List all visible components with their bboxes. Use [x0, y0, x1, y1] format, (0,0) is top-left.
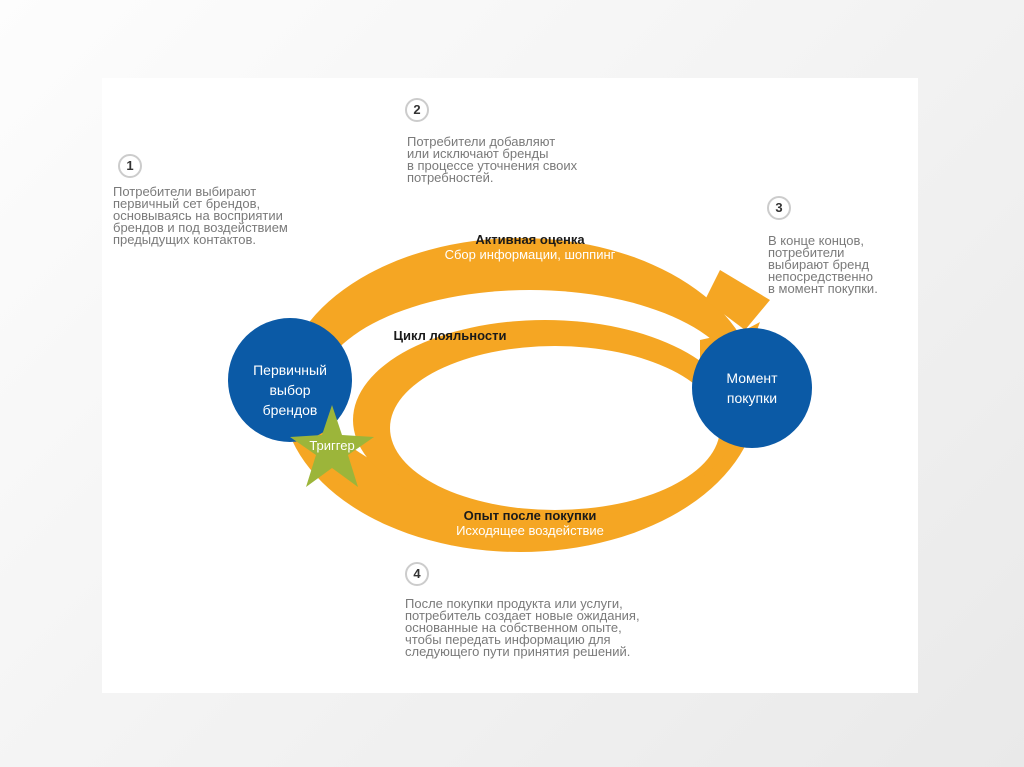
loyalty-label: Цикл лояльности	[393, 328, 507, 343]
active-arrow-head	[705, 270, 770, 330]
post-purchase-title: Опыт после покупки	[463, 508, 597, 523]
step-1-badge: 1	[118, 154, 142, 178]
post-purchase-sub: Исходящее воздействие	[456, 523, 604, 538]
primary-choice-circle	[228, 318, 352, 442]
step-2-text: Потребители добавляют или исключают брен…	[407, 134, 578, 185]
step-2-badge: 2	[405, 98, 429, 122]
step-4-badge: 4	[405, 562, 429, 586]
purchase-moment-circle	[692, 328, 812, 448]
step-3-badge: 3	[767, 196, 791, 220]
primary-choice-label: Первичный выбор брендов	[253, 362, 327, 418]
step-1-text: Потребители выбирают первичный сет бренд…	[113, 184, 288, 247]
trigger-star-icon	[290, 405, 374, 487]
trigger-label: Триггер	[309, 438, 355, 453]
step-3-text: В конце концов, потребители выбирают бре…	[768, 233, 878, 296]
active-eval-title: Активная оценка	[475, 232, 585, 247]
active-eval-sub: Сбор информации, шоппинг	[444, 247, 616, 262]
purchase-moment-label: Момент покупки	[726, 370, 778, 406]
step-4-text: После покупки продукта или услуги, потре…	[405, 596, 640, 659]
